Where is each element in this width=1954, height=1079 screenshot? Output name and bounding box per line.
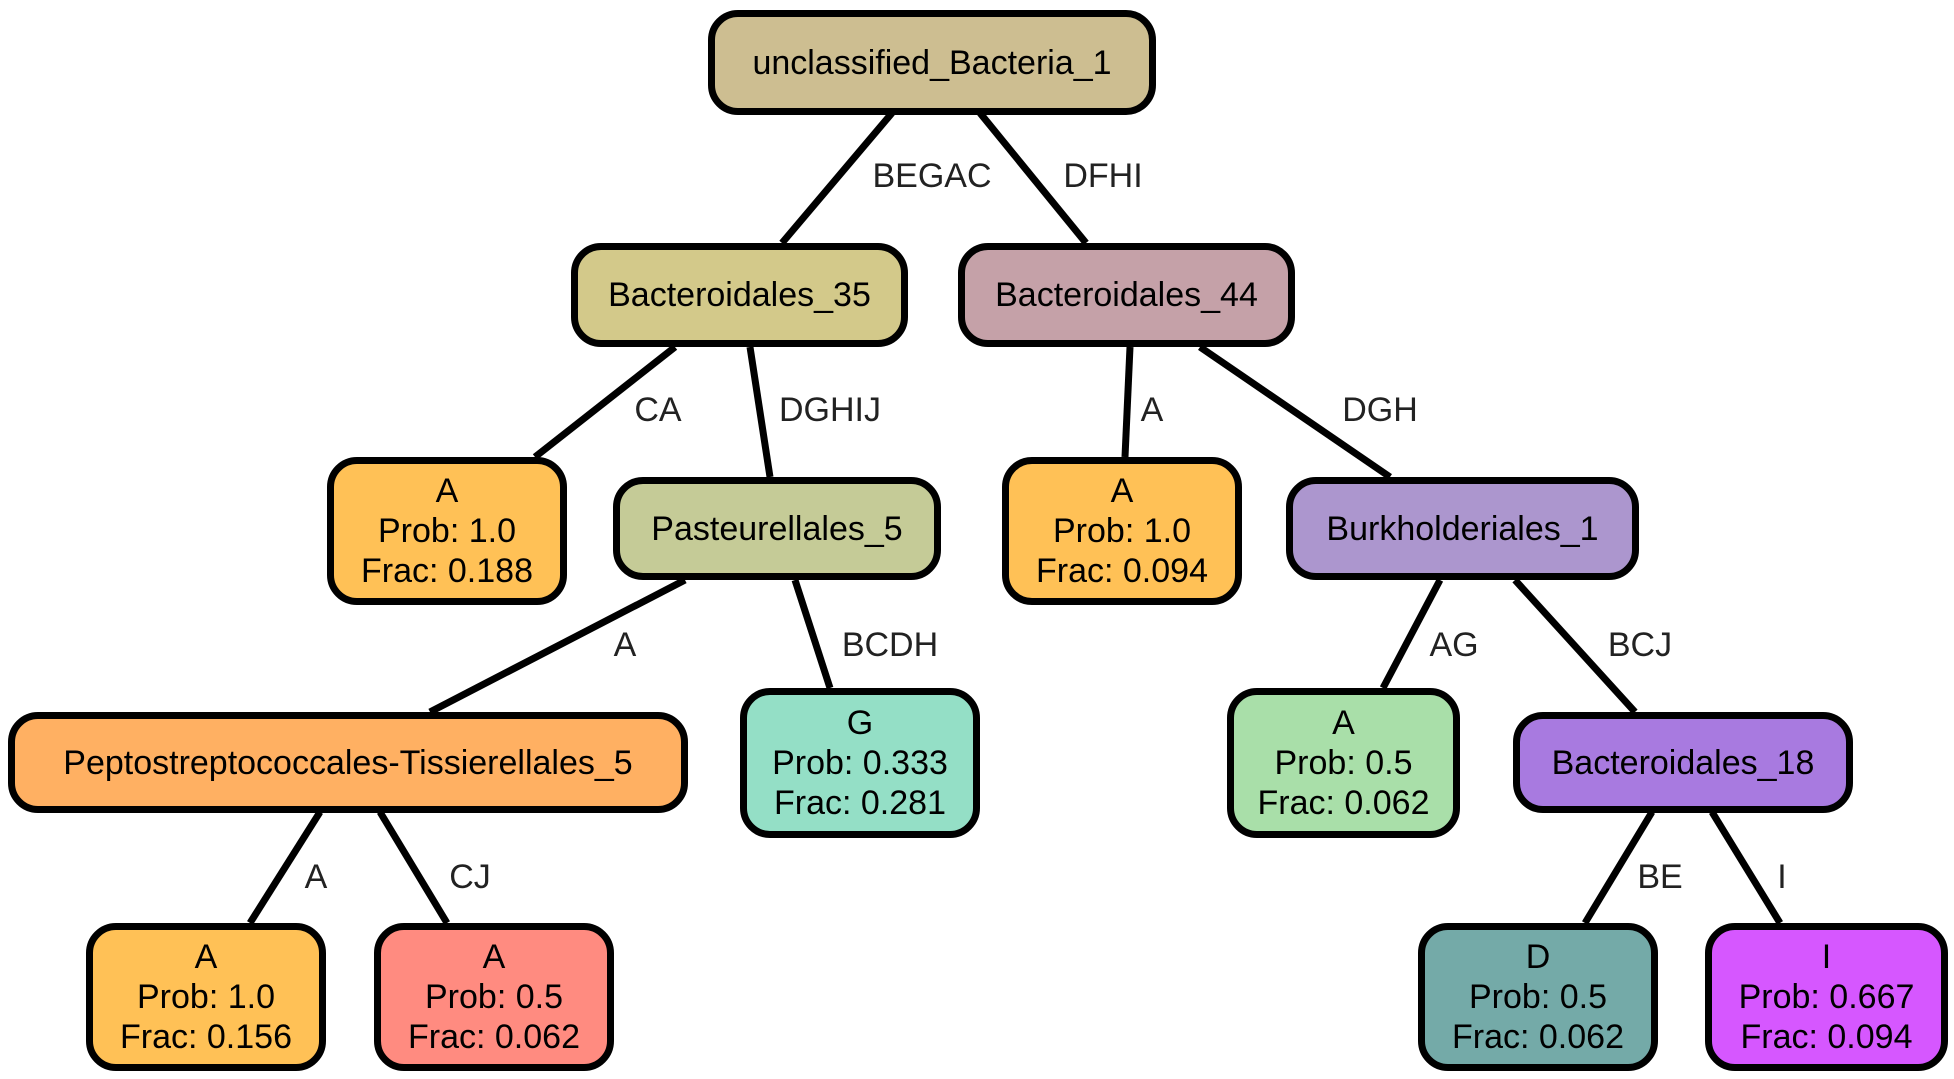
- leaf-label: A: [435, 472, 459, 510]
- edge-bact18-leafI: [1709, 810, 1783, 925]
- leaf-frac: Frac: 0.094: [1036, 552, 1208, 590]
- node-pasteurellales-5: Pasteurellales_5: [613, 477, 941, 580]
- node-bacteroidales-35: Bacteroidales_35: [571, 243, 908, 347]
- leaf-node-a-4: A Prob: 1.0 Frac: 0.156: [86, 923, 326, 1071]
- node-bacteroidales-44: Bacteroidales_44: [958, 243, 1295, 347]
- node-burkholderiales-1: Burkholderiales_1: [1286, 477, 1639, 580]
- edge-bact44-leafA2: [1121, 346, 1134, 458]
- leaf-node-a-1: A Prob: 1.0 Frac: 0.188: [327, 457, 567, 605]
- edge-burk1-leafA3: [1379, 578, 1444, 690]
- leaf-label: G: [846, 704, 874, 742]
- leaf-frac: Frac: 0.188: [361, 552, 533, 590]
- edge-label-past5-pepto5: A: [613, 626, 637, 664]
- edge-bact44-burk1: [1198, 344, 1392, 480]
- edge-label-burk1-bact18: BCJ: [1607, 626, 1673, 664]
- edge-label-bact18-leafD: BE: [1637, 858, 1683, 896]
- leaf-prob: Prob: 1.0: [1053, 512, 1191, 550]
- leaf-node-a-2: A Prob: 1.0 Frac: 0.094: [1002, 457, 1242, 605]
- leaf-prob: Prob: 0.5: [1469, 978, 1607, 1016]
- leaf-label: A: [1110, 472, 1134, 510]
- leaf-prob: Prob: 0.667: [1738, 978, 1915, 1016]
- edge-past5-pepto5: [428, 576, 687, 716]
- leaf-frac: Frac: 0.281: [774, 784, 946, 822]
- edge-bact35-past5: [746, 346, 774, 478]
- node-label: Burkholderiales_1: [1326, 509, 1599, 548]
- leaf-frac: Frac: 0.062: [408, 1018, 580, 1056]
- edge-label-bact35-leafA1: CA: [634, 391, 682, 429]
- edge-bact35-leafA1: [532, 344, 678, 460]
- leaf-label: I: [1821, 938, 1832, 976]
- leaf-label: D: [1525, 938, 1551, 976]
- edge-label-bact18-leafI: I: [1777, 858, 1787, 896]
- node-peptostreptococcales-tissierellales-5: Peptostreptococcales-Tissierellales_5: [8, 712, 688, 813]
- edge-pepto5-leafA5: [377, 810, 450, 925]
- leaf-prob: Prob: 0.333: [772, 744, 948, 782]
- leaf-frac: Frac: 0.094: [1740, 1018, 1913, 1056]
- edge-root-bact35: [779, 110, 895, 246]
- leaf-prob: Prob: 0.5: [1274, 744, 1413, 782]
- leaf-node-g: G Prob: 0.333 Frac: 0.281: [740, 688, 980, 838]
- node-label: Pasteurellales_5: [651, 509, 903, 548]
- edge-root-bact44: [977, 110, 1089, 246]
- leaf-node-i: I Prob: 0.667 Frac: 0.094: [1705, 923, 1948, 1071]
- edge-label-bact44-burk1: DGH: [1342, 391, 1418, 429]
- leaf-prob: Prob: 1.0: [378, 512, 516, 550]
- edge-label-bact35-past5: DGHIJ: [779, 391, 881, 429]
- leaf-node-a-3: A Prob: 0.5 Frac: 0.062: [1227, 688, 1460, 838]
- edge-label-burk1-leafA3: AG: [1429, 626, 1479, 664]
- leaf-frac: Frac: 0.062: [1257, 784, 1430, 822]
- edge-label-pepto5-leafA4: A: [304, 858, 328, 896]
- edge-label-past5-leafG: BCDH: [841, 626, 939, 664]
- node-label: Peptostreptococcales-Tissierellales_5: [63, 743, 633, 782]
- leaf-frac: Frac: 0.062: [1452, 1018, 1624, 1056]
- edge-burk1-bact18: [1512, 577, 1638, 715]
- edge-pepto5-leafA4: [247, 810, 323, 925]
- node-label: Bacteroidales_18: [1551, 743, 1815, 782]
- leaf-node-d: D Prob: 0.5 Frac: 0.062: [1418, 923, 1658, 1071]
- node-unclassified-bacteria-1: unclassified_Bacteria_1: [708, 10, 1156, 115]
- edge-bact18-leafD: [1582, 810, 1655, 925]
- leaf-prob: Prob: 1.0: [137, 978, 275, 1016]
- node-label: Bacteroidales_35: [608, 276, 871, 314]
- leaf-node-a-5: A Prob: 0.5 Frac: 0.062: [374, 923, 614, 1071]
- leaf-frac: Frac: 0.156: [120, 1018, 292, 1056]
- node-label: Bacteroidales_44: [995, 276, 1258, 314]
- leaf-label: A: [1332, 704, 1355, 742]
- edge-past5-leafG: [791, 578, 834, 690]
- edge-label-root-bact35: BEGAC: [872, 157, 992, 195]
- edge-label-root-bact44: DFHI: [1063, 157, 1143, 195]
- edge-label-pepto5-leafA5: CJ: [449, 858, 491, 896]
- leaf-label: A: [194, 938, 218, 976]
- leaf-prob: Prob: 0.5: [425, 978, 563, 1016]
- edge-label-bact44-leafA2: A: [1140, 391, 1164, 429]
- leaf-label: A: [482, 938, 506, 976]
- node-label: unclassified_Bacteria_1: [752, 43, 1112, 82]
- node-bacteroidales-18: Bacteroidales_18: [1513, 712, 1853, 813]
